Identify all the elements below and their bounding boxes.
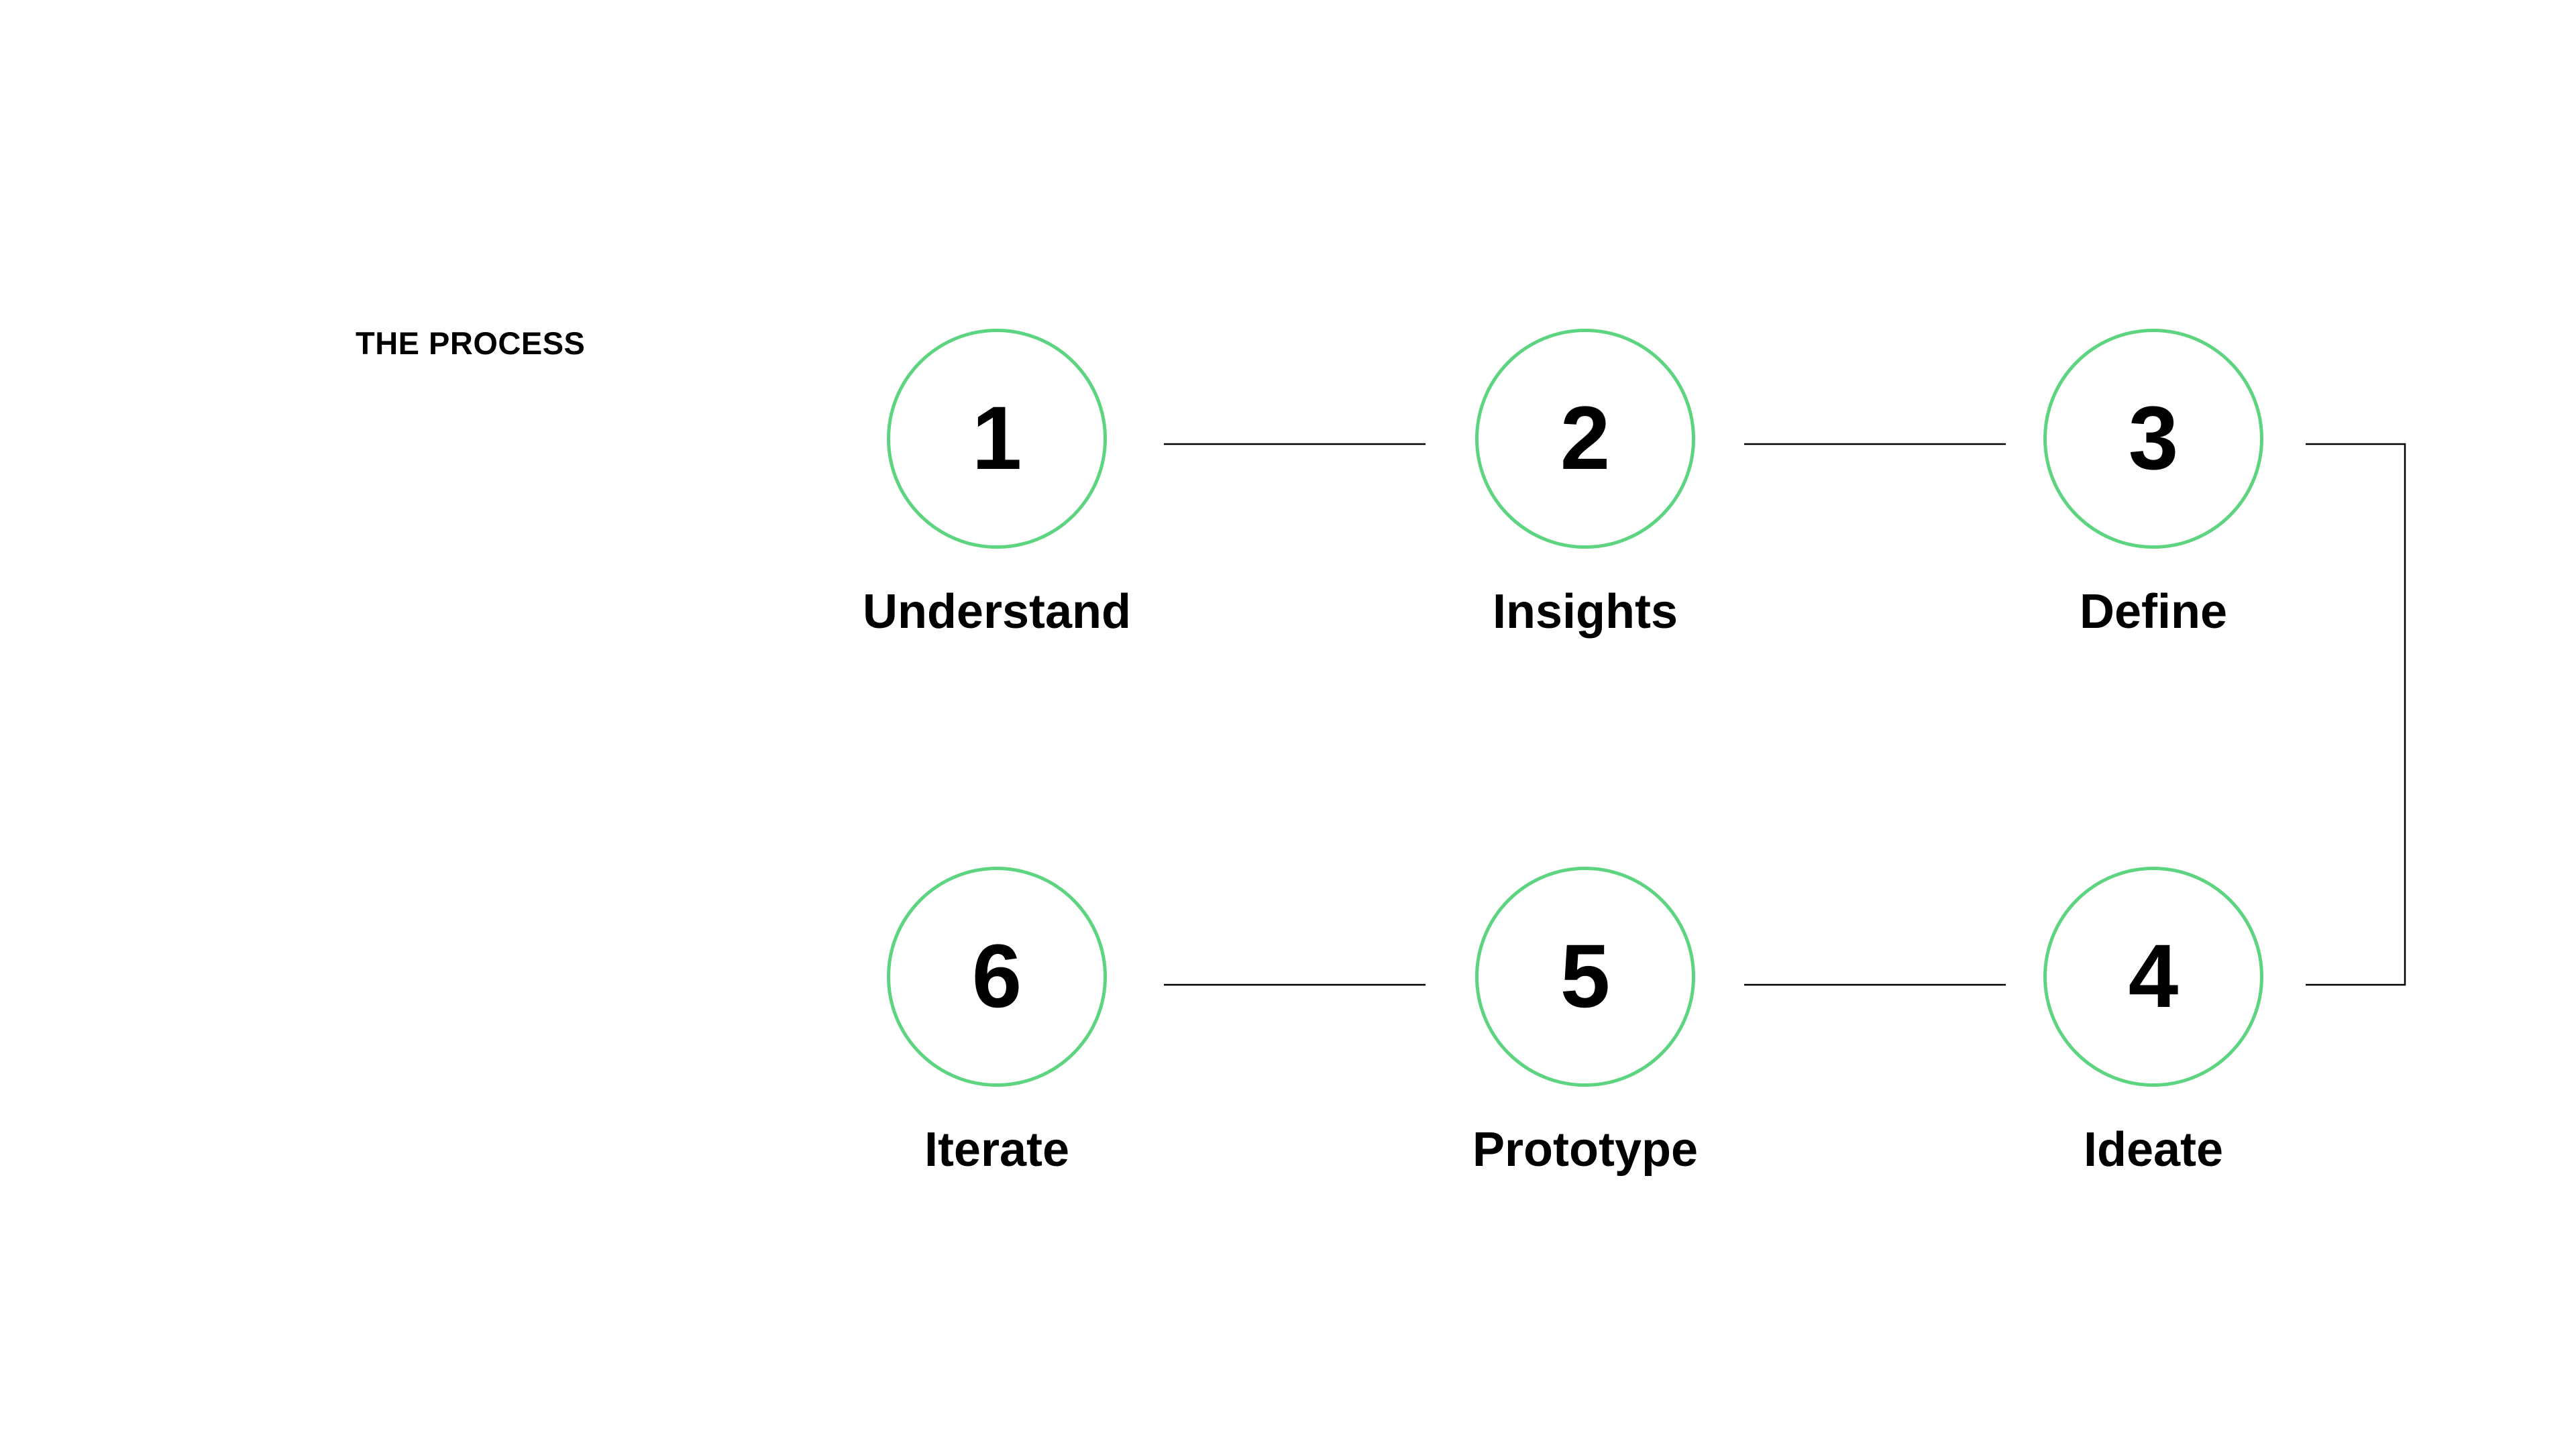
step-understand: 1 Understand	[829, 329, 1165, 639]
step-circle: 4	[2043, 867, 2263, 1087]
step-label: Define	[2079, 585, 2228, 639]
step-circle: 3	[2043, 329, 2263, 549]
step-label: Insights	[1492, 585, 1678, 639]
step-number: 3	[2128, 388, 2179, 488]
step-label: Iterate	[924, 1123, 1070, 1177]
step-circle: 1	[887, 329, 1107, 549]
step-insights: 2 Insights	[1417, 329, 1753, 639]
step-define: 3 Define	[1986, 329, 2321, 639]
step-number: 4	[2128, 926, 2179, 1026]
step-label: Understand	[862, 585, 1132, 639]
step-prototype: 5 Prototype	[1417, 867, 1753, 1177]
step-label: Prototype	[1472, 1123, 1699, 1177]
step-ideate: 4 Ideate	[1986, 867, 2321, 1177]
step-circle: 6	[887, 867, 1107, 1087]
step-number: 1	[971, 388, 1022, 488]
step-label: Ideate	[2083, 1123, 2224, 1177]
step-number: 6	[971, 926, 1022, 1026]
step-iterate: 6 Iterate	[829, 867, 1165, 1177]
step-number: 2	[1560, 388, 1611, 488]
step-circle: 5	[1475, 867, 1695, 1087]
connector-3-4	[2306, 443, 2406, 986]
step-circle: 2	[1475, 329, 1695, 549]
step-number: 5	[1560, 926, 1611, 1026]
section-title: THE PROCESS	[356, 325, 586, 361]
